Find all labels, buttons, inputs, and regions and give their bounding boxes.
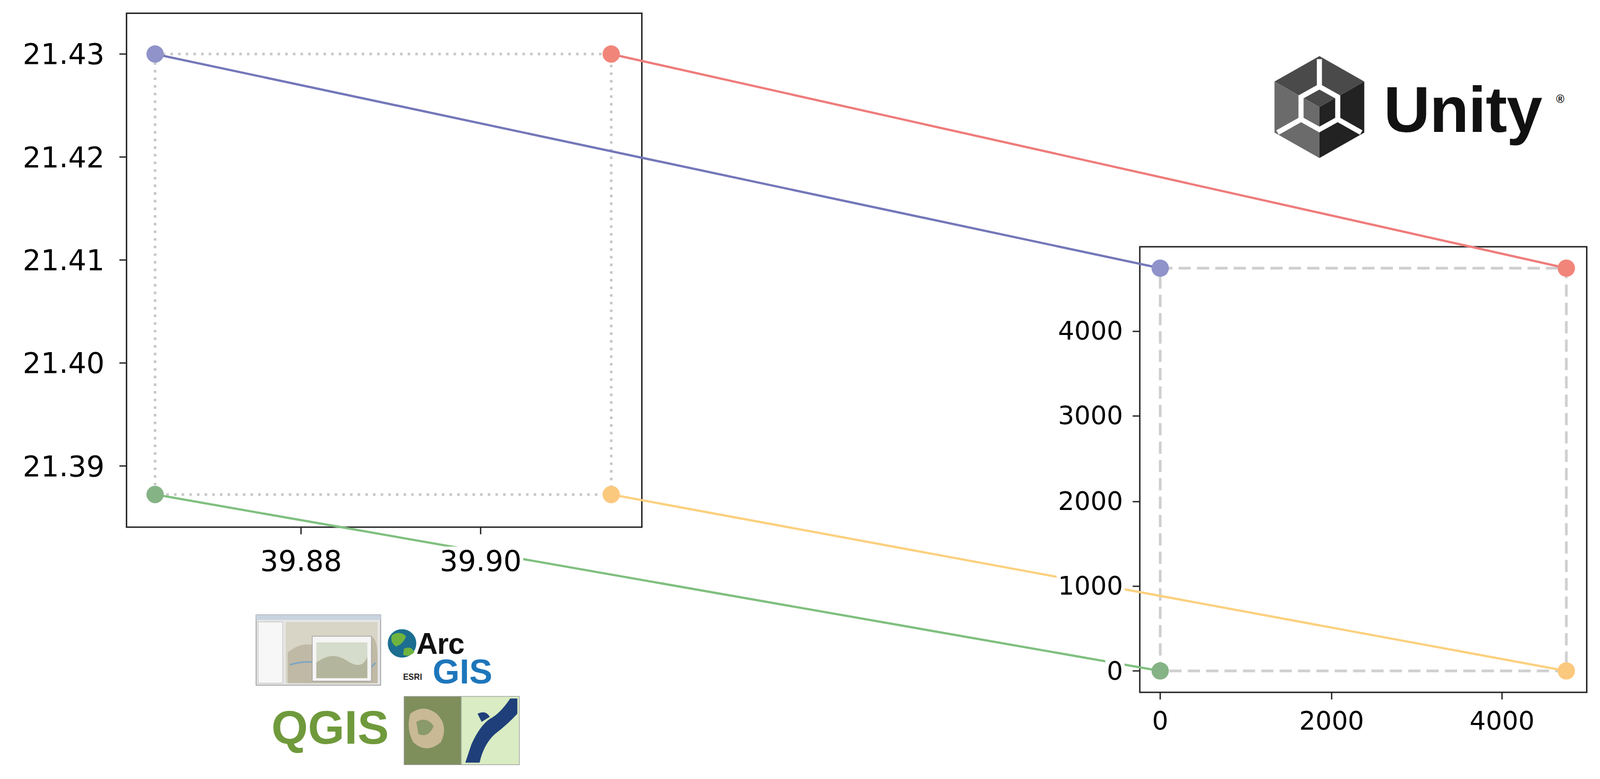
- front-window: [312, 636, 372, 682]
- logo-text: Unity: [1383, 77, 1543, 143]
- tick-mark: [1132, 415, 1140, 418]
- tick-mark: [119, 156, 127, 158]
- tick-mark: [1132, 585, 1140, 588]
- cube-gap: [1337, 119, 1362, 133]
- aerial-shape: [416, 720, 434, 736]
- tick-mark: [119, 465, 127, 468]
- corner-dot: [602, 45, 620, 63]
- logo-text: GIS: [432, 654, 493, 689]
- corner-dot: [1151, 259, 1169, 277]
- tick-mark: [1132, 670, 1140, 673]
- tick-mark: [300, 527, 302, 535]
- corner-dot: [146, 486, 164, 504]
- side-panel: [258, 622, 283, 684]
- extent-outline: [155, 54, 612, 495]
- axis-tick-label: 21.40: [21, 349, 106, 378]
- tick-mark: [119, 53, 127, 56]
- terrain: [316, 656, 368, 678]
- mapping-lines: [155, 54, 1567, 672]
- globe-land: [403, 647, 415, 657]
- axis-tick-label: 2000: [1297, 708, 1366, 735]
- extent-outline: [1160, 268, 1567, 672]
- globe: [387, 629, 417, 658]
- axis-tick-label: 39.88: [258, 547, 344, 576]
- corner-dot: [146, 45, 164, 63]
- map-view: [285, 622, 378, 684]
- tick-mark: [1132, 501, 1140, 503]
- axis-tick-label: 2000: [1056, 489, 1125, 515]
- globe-land: [391, 633, 406, 647]
- corner-dot: [1557, 662, 1575, 680]
- tick-marks: [1132, 331, 1502, 700]
- arcgis-globe: [387, 629, 417, 658]
- logo-text: ESRI: [403, 673, 423, 682]
- tick-mark: [480, 527, 482, 535]
- arcgis-screenshot: [256, 615, 381, 686]
- corner-dot: [1557, 259, 1575, 277]
- qgis-thumbnails: [404, 696, 520, 766]
- tick-mark: [119, 259, 127, 261]
- tick-mark: [1159, 692, 1162, 700]
- water-shape: [477, 712, 490, 723]
- axis-tick-label: 21.41: [21, 245, 106, 275]
- mapping-line: [611, 494, 1567, 672]
- front-map: [316, 642, 368, 679]
- axis-tick-label: 4000: [1056, 318, 1125, 345]
- window: [256, 615, 381, 686]
- cube-gap: [1300, 86, 1338, 130]
- mapping-line: [155, 54, 1161, 269]
- title-bar: [256, 615, 381, 621]
- water-shape: [465, 698, 518, 764]
- axis-tick-label: 4000: [1468, 708, 1537, 735]
- tick-mark: [1132, 330, 1140, 333]
- axis-tick-label: 39.90: [437, 547, 523, 576]
- axis-tick-label: 0: [1104, 658, 1125, 685]
- axes-frame: [126, 13, 643, 528]
- axis-tick-label: 0: [1150, 708, 1170, 735]
- unity-icon: [1274, 56, 1365, 158]
- mapping-line: [611, 54, 1567, 269]
- axis-tick-label: 21.43: [21, 40, 106, 69]
- trademark-mark: ®: [1556, 93, 1565, 105]
- aerial-shape: [408, 709, 445, 750]
- axis-tick-label: 21.39: [21, 451, 106, 481]
- cube-gap: [1277, 119, 1301, 133]
- axis-tick-label: 21.42: [21, 142, 106, 172]
- axes-frame: [1139, 246, 1587, 693]
- logo-text: QGIS: [271, 703, 390, 751]
- tick-marks: [119, 54, 481, 535]
- cube-gap: [1316, 59, 1323, 87]
- tick-mark: [119, 362, 127, 365]
- corner-dots: [146, 45, 1576, 680]
- axis-tick-label: 3000: [1056, 403, 1125, 430]
- corner-dot: [1151, 662, 1169, 680]
- terrain: [287, 636, 378, 684]
- aerial-thumbnail: [404, 696, 462, 766]
- axis-tick-label: 1000: [1056, 574, 1125, 600]
- water-thumbnail: [461, 696, 520, 766]
- tick-mark: [1330, 692, 1333, 700]
- tick-mark: [1501, 692, 1503, 700]
- corner-dot: [602, 486, 620, 504]
